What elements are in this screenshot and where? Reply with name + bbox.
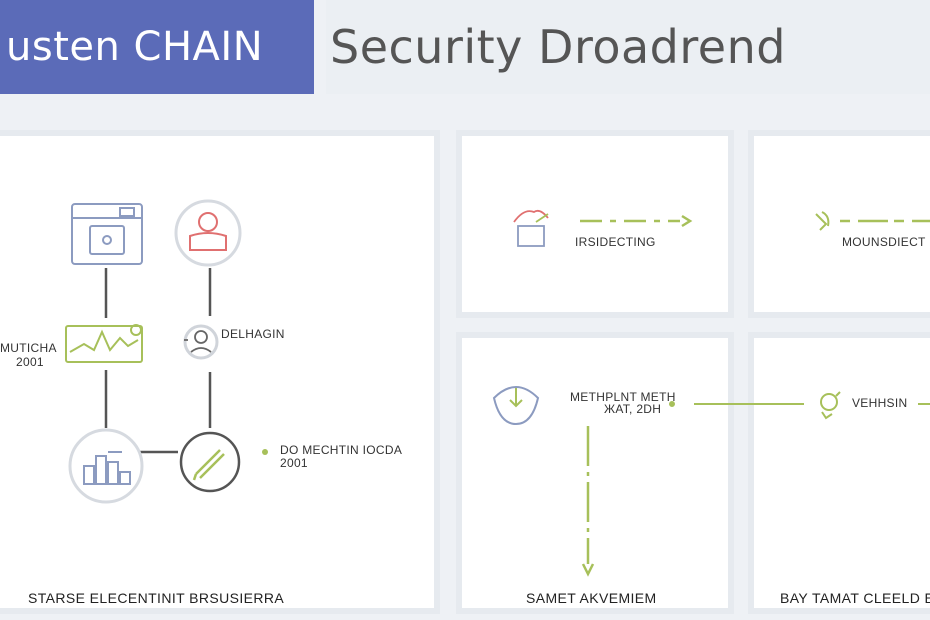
label-delhagin: DELHAGIN bbox=[221, 327, 285, 341]
brand-banner: usten CHAIN bbox=[0, 0, 314, 94]
lock-icon bbox=[513, 209, 549, 247]
left-connectors bbox=[104, 268, 212, 454]
vertical-dashed-arrow bbox=[581, 426, 595, 577]
right-top-card bbox=[748, 130, 930, 318]
label-mutcha: MUTICHA bbox=[0, 341, 57, 355]
label-methplnt-line1: METHPLNT METH bbox=[570, 390, 676, 404]
dashed-arrow-top-middle bbox=[580, 214, 693, 228]
caption-right: BAY TAMAT CLEELD EE bbox=[780, 590, 930, 606]
label-2001-a: 2001 bbox=[16, 355, 44, 369]
right-bottom-card bbox=[748, 332, 930, 614]
bar-chart-icon bbox=[68, 428, 144, 504]
download-icon bbox=[492, 386, 540, 426]
label-methplnt-line2: ЖАТ, 2DH bbox=[604, 402, 662, 416]
brand-name: usten CHAIN bbox=[6, 24, 264, 70]
pencil-icon bbox=[179, 431, 241, 493]
caption-middle: SAMET AKVEMIEM bbox=[526, 590, 657, 606]
chart-icon bbox=[65, 324, 143, 363]
horizontal-connector-bottom bbox=[669, 401, 804, 407]
label-do-mechtin: DO MECHTIN IOCDA bbox=[280, 443, 403, 457]
label-2001-b: 2001 bbox=[280, 456, 308, 470]
title-bar: Security Droadrend bbox=[326, 0, 930, 94]
leaf-icon bbox=[815, 211, 830, 231]
marker-dot bbox=[262, 449, 268, 455]
middle-bottom-card bbox=[456, 332, 734, 614]
middle-top-card bbox=[456, 130, 734, 318]
user-small-icon bbox=[183, 324, 219, 360]
label-vehhsin: VEHHSIN bbox=[852, 396, 908, 410]
user-icon bbox=[174, 199, 242, 267]
caption-left: STARSE ELECENTINIT BRSUSIERRA bbox=[28, 590, 285, 606]
window-icon bbox=[71, 203, 143, 265]
page-title: Security Droadrend bbox=[330, 20, 786, 74]
label-irsidecting: IRSIDECTING bbox=[575, 235, 656, 249]
label-mounsdiect: MOUNSDIECT bbox=[842, 235, 926, 249]
award-icon bbox=[820, 391, 841, 420]
